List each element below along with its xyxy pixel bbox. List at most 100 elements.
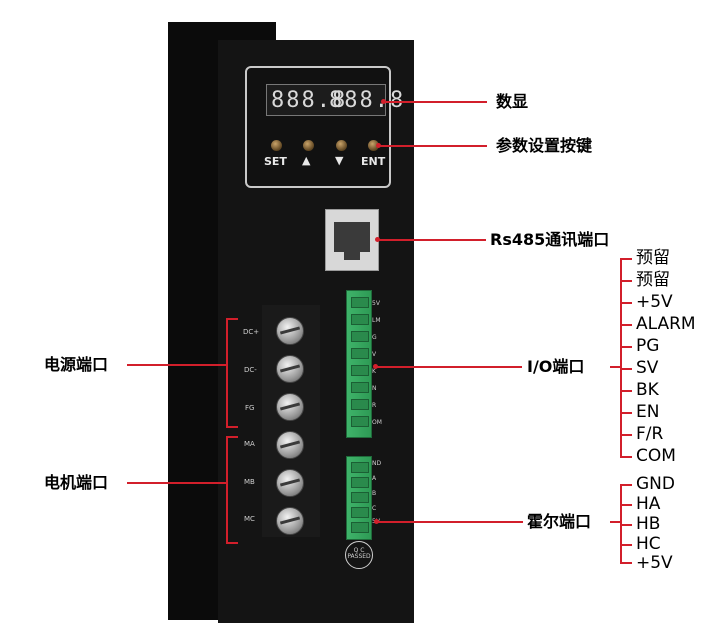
power-bracket-vertical [226,318,228,428]
hall-tick [620,504,632,506]
io-signal: F/R [636,424,664,444]
motor-bracket-top [226,436,238,438]
io-signal: BK [636,380,659,400]
io-tick [620,390,632,392]
io-signal: EN [636,402,660,422]
display-digits-left: 888.8 [271,88,348,113]
screw-ma[interactable] [276,431,304,459]
terminal-label-dc-plus: DC+ [243,328,260,336]
rs485-socket [334,222,370,252]
io-tick [620,456,632,458]
hall-tick [620,562,632,564]
hall-slot [351,462,369,473]
terminal-label-dc-minus: DC- [244,366,257,374]
io-connector[interactable] [346,290,372,438]
io-tick [620,324,632,326]
hall-pin-label: B [372,490,377,497]
io-slot [351,382,369,393]
callout-power-port: 电源端口 [44,355,109,374]
io-signal: PG [636,336,660,356]
screw-dc-minus[interactable] [276,355,304,383]
screw-mc[interactable] [276,507,304,535]
leader-line-keys [379,145,487,147]
io-bracket-vertical [620,258,622,456]
io-pin-label: OM [372,419,382,426]
io-tick [620,346,632,348]
screw-fg[interactable] [276,393,304,421]
hall-pin-label: ND [372,460,382,467]
terminal-label-fg: FG [245,404,255,412]
io-pin-label: R [372,402,377,409]
hall-pin-label: A [372,475,377,482]
hall-slot [351,492,369,503]
rs485-latch [344,252,360,260]
io-tick [620,368,632,370]
ent-label: ENT [361,155,386,168]
leader-dot [374,519,379,524]
screw-mb[interactable] [276,469,304,497]
io-pin-label: 5V [372,300,380,307]
hall-pin-label: C [372,505,377,512]
io-signal: 预留 [636,248,670,268]
io-slot [351,297,369,308]
callout-rs485: Rs485通讯端口 [490,230,610,249]
io-tick [620,280,632,282]
leader-line-power [127,364,227,366]
io-slot [351,314,369,325]
ent-button[interactable] [368,140,379,151]
up-label: ▲ [302,154,311,167]
io-slot [351,416,369,427]
io-slot [351,365,369,376]
leader-line-rs485 [378,239,486,241]
set-label: SET [264,155,287,168]
hall-signal: +5V [636,553,673,573]
io-slot [351,399,369,410]
screw-dc-plus[interactable] [276,317,304,345]
callout-hall-port: 霍尔端口 [527,512,592,531]
hall-signal: GND [636,474,675,494]
leader-line-hall [377,521,523,523]
power-bracket-bottom [226,426,238,428]
io-signal: ALARM [636,314,696,334]
io-bracket-stub [610,366,620,368]
io-pin-label: LM [372,317,381,324]
leader-line-display [384,101,487,103]
io-tick [620,434,632,436]
io-pin-label: K [372,368,376,375]
set-button[interactable] [271,140,282,151]
callout-motor-port: 电机端口 [44,473,109,492]
terminal-label-mb: MB [244,478,255,486]
digital-display: 888.8 888.8 [266,84,403,116]
hall-connector[interactable] [346,456,372,540]
leader-dot [381,99,386,104]
up-button[interactable] [303,140,314,151]
io-signal: COM [636,446,676,466]
power-bracket-top [226,318,238,320]
io-tick [620,412,632,414]
hall-slot [351,477,369,488]
callout-display: 数显 [496,92,529,111]
display-digits-right: 888.8 [329,88,406,113]
hall-slot [351,522,369,533]
hall-slot [351,507,369,518]
hall-tick [620,544,632,546]
terminal-label-mc: MC [244,515,255,523]
io-signal: +5V [636,292,673,312]
hall-signal: HC [636,534,661,554]
down-button[interactable] [336,140,347,151]
io-slot [351,348,369,359]
leader-line-io [376,366,522,368]
hall-signal: HA [636,494,661,514]
io-pin-label: N [372,385,377,392]
rs485-port[interactable] [325,209,379,271]
terminal-label-ma: MA [244,440,255,448]
leader-line-motor [127,482,227,484]
motor-bracket-vertical [226,436,228,544]
hall-tick [620,484,632,486]
motor-bracket-bottom [226,542,238,544]
io-pin-label: V [372,351,377,358]
hall-tick [620,524,632,526]
down-label: ▼ [335,154,344,167]
leader-dot [375,237,380,242]
hall-signal: HB [636,514,661,534]
